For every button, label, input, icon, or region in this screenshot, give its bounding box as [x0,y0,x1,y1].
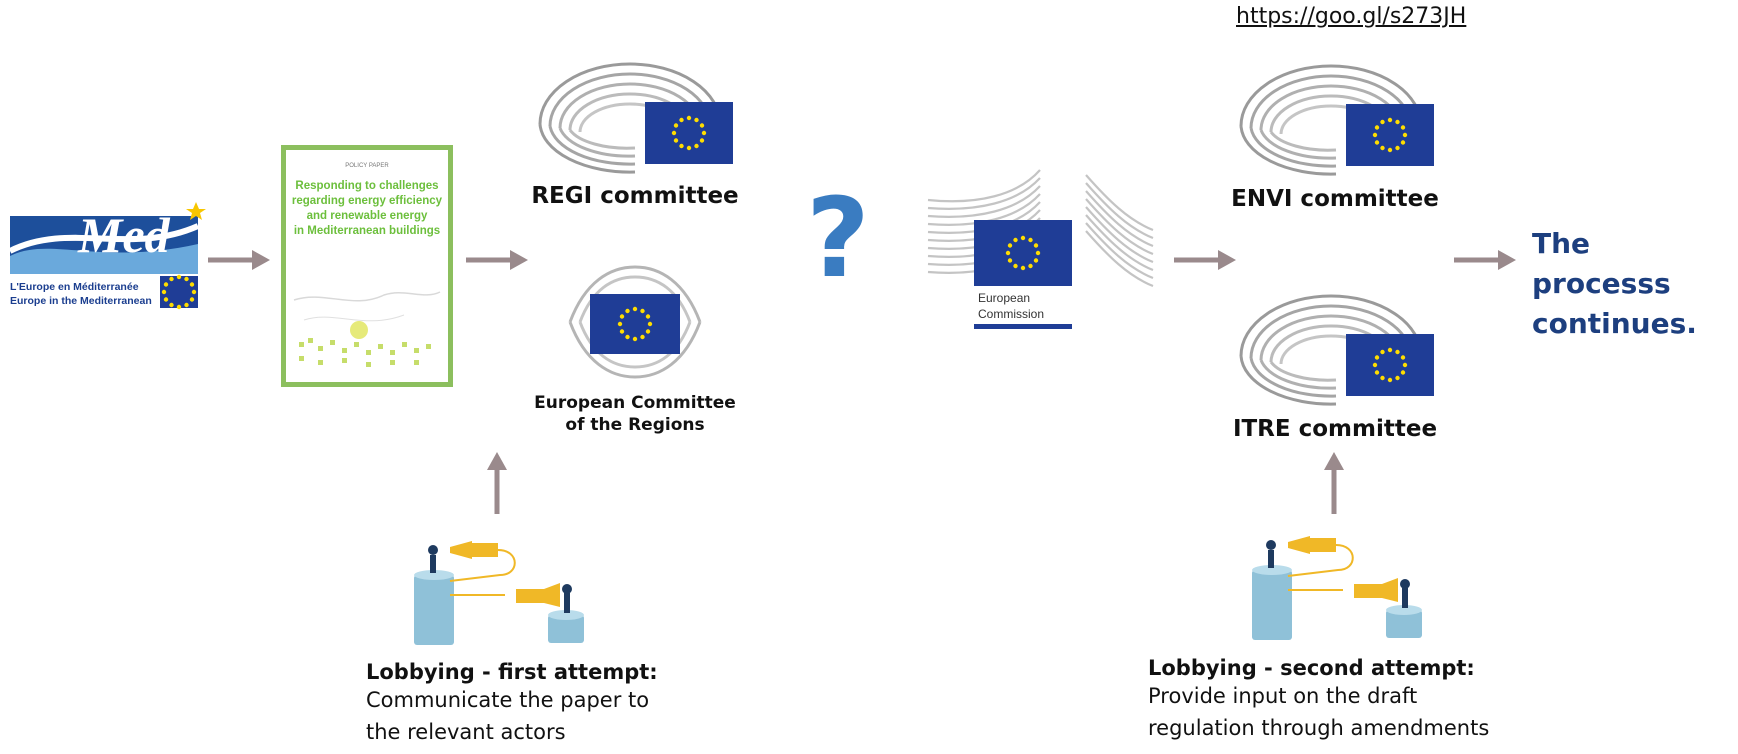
lobbying-first-block: Lobbying - first attempt: Communicate th… [366,660,658,748]
parliament-envi-icon [1236,56,1436,176]
arrow-up-2 [1324,452,1344,514]
question-mark-icon: ? [806,174,870,302]
lobbying-illustration-2 [1252,536,1422,640]
regi-label: REGI committee [531,183,739,209]
committee-of-regions-icon [568,265,702,379]
lobbying-first-title: Lobbying - first attempt: [366,660,658,684]
envi-label: ENVI committee [1231,186,1439,212]
arrow-up-1 [487,452,507,514]
paper-title: Responding to challenges regarding energ… [291,180,443,237]
lobbying-second-block: Lobbying - second attempt: Provide input… [1148,656,1489,744]
arrow-right-2 [466,250,528,270]
lobbying-illustration-1 [414,541,584,645]
med-line2: Europe in the Mediterranean [10,295,152,307]
med-logo: Med L'Europe en Méditerranée Europe in t… [8,196,206,310]
cor-label-line1: European Committee [534,393,736,413]
cor-label-line2: of the Regions [565,415,705,435]
commission-line1: European [978,291,1031,305]
continues-line2: continues. [1532,307,1697,340]
lobbying-first-desc-1: Communicate the paper to [366,688,650,712]
european-commission-icon [927,169,1154,329]
policy-paper: POLICY PAPER Responding to challenges re… [281,145,453,387]
lobbying-second-desc-1: Provide input on the draft [1148,684,1418,708]
arrow-right-4 [1454,250,1516,270]
commission-line2: Commission [978,307,1045,321]
lobbying-second-desc-2: regulation through amendments [1148,716,1490,740]
arrow-right-3 [1174,250,1236,270]
paper-kicker: POLICY PAPER [345,163,389,169]
med-line1: L'Europe en Méditerranée [10,281,139,293]
itre-label: ITRE committee [1232,416,1438,442]
lobbying-second-title: Lobbying - second attempt: [1148,656,1475,680]
med-wordmark: Med [78,207,170,263]
parliament-itre-icon [1236,286,1436,406]
cor-label: European Committee of the Regions [530,392,740,436]
paper-illustration [293,291,441,367]
continues-line1: The processs [1532,227,1671,300]
med-logo-graphic [8,196,206,310]
arrow-right-1 [208,250,270,270]
lobbying-first-desc-2: the relevant actors [366,720,566,744]
process-continues-text: The processs continues. [1532,224,1732,344]
source-link[interactable]: https://goo.gl/s273JH [1236,4,1467,29]
commission-label: European Commission [978,290,1044,322]
parliament-regi-icon [535,54,735,174]
